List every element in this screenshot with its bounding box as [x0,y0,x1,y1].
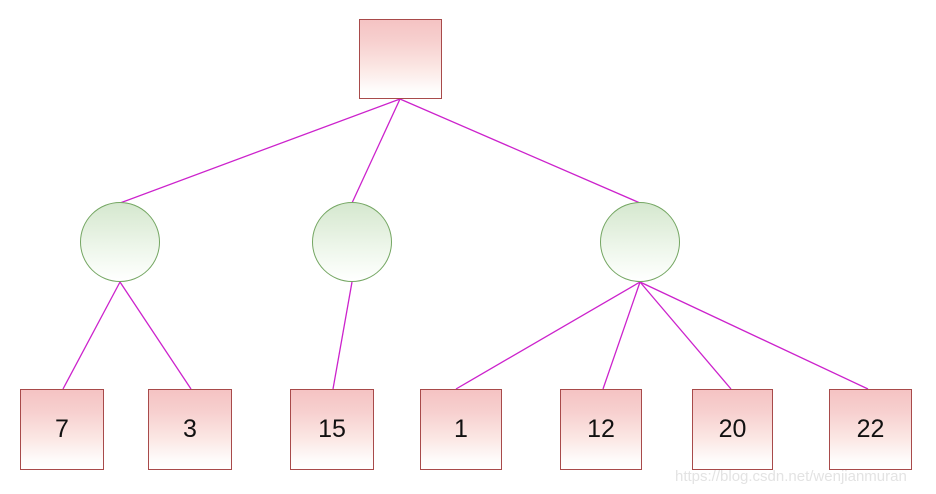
watermark-text: https://blog.csdn.net/wenjianmuran [675,468,907,485]
node-label: 22 [856,415,885,443]
tree-edge-circle-3-to-leaf-1 [455,281,641,390]
node-label: 1 [454,415,468,443]
tree-node-leaf-22[interactable]: 22 [829,389,912,470]
tree-node-internal-2[interactable] [312,202,392,282]
node-label: 3 [183,415,197,443]
node-label: 7 [55,415,69,443]
tree-edge-root-to-circle-2 [351,98,401,204]
tree-edge-root-to-circle-3 [399,98,641,204]
tree-edge-circle-3-to-leaf-20 [639,281,732,390]
tree-edge-circle-1-to-leaf-3 [119,281,192,390]
tree-node-internal-3[interactable] [600,202,680,282]
node-label: 15 [318,415,346,443]
tree-node-leaf-20[interactable]: 20 [692,389,773,470]
tree-edge-root-to-circle-1 [119,98,401,204]
tree-node-root[interactable] [359,19,442,99]
node-label: 12 [587,415,615,443]
tree-node-leaf-12[interactable]: 12 [560,389,642,470]
node-label: 20 [718,415,747,443]
tree-edge-circle-3-to-leaf-12 [602,281,641,390]
tree-edge-circle-1-to-leaf-7 [62,281,121,390]
tree-edge-circle-2-to-leaf-15 [332,281,353,390]
tree-node-leaf-7[interactable]: 7 [20,389,104,470]
tree-node-leaf-1[interactable]: 1 [420,389,502,470]
tree-node-leaf-15[interactable]: 15 [290,389,374,470]
tree-node-internal-1[interactable] [80,202,160,282]
tree-node-leaf-3[interactable]: 3 [148,389,232,470]
tree-edge-circle-3-to-leaf-22 [639,281,869,390]
